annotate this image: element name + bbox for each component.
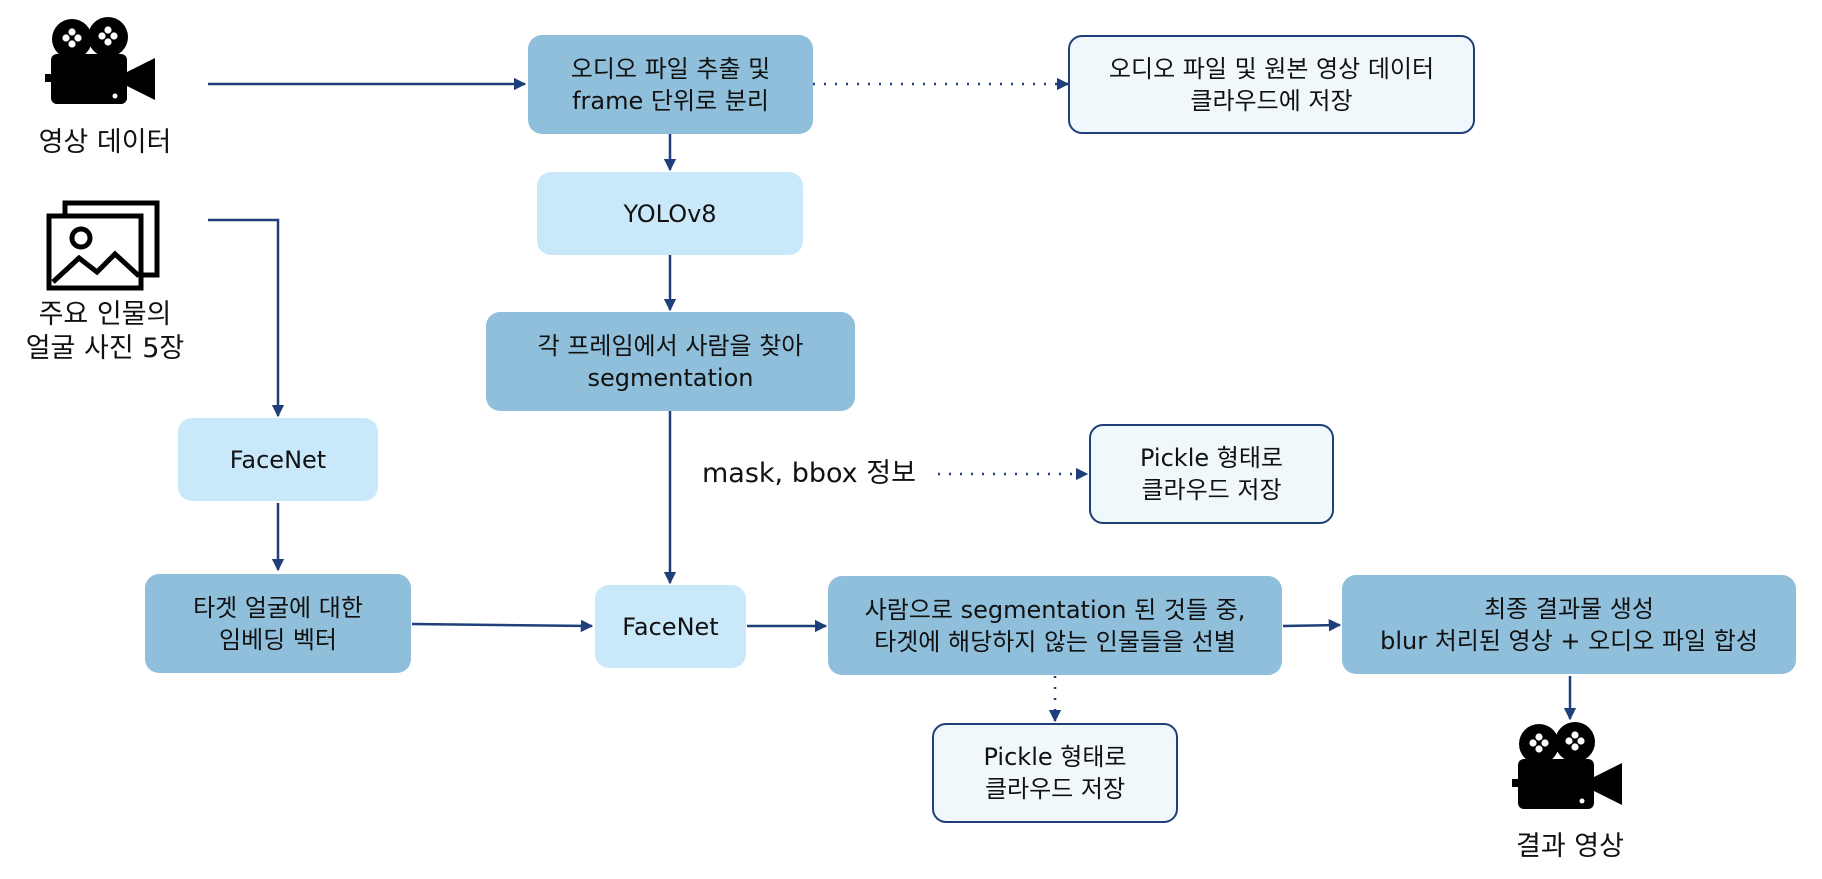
yolo-node: YOLOv8 [537, 172, 803, 255]
arrow-select-to-final [1282, 618, 1342, 632]
result-video-label: 결과 영상 [1516, 831, 1624, 862]
face-photos-label: 주요 인물의 얼굴 사진 5장 [25, 299, 185, 364]
arrow-embedding-to-facenet [411, 619, 594, 633]
movie-camera-icon [1512, 722, 1622, 809]
video-data-label: 영상 데이터 [38, 127, 172, 158]
segmentation-node: 각 프레임에서 사람을 찾아 segmentation [486, 312, 855, 411]
image-gallery-icon [46, 200, 160, 291]
cloud-store-original-node: 오디오 파일 및 원본 영상 데이터 클라우드에 저장 [1068, 35, 1475, 134]
target-embedding-node: 타겟 얼굴에 대한 임베딩 벡터 [145, 574, 411, 673]
arrow-photos-to-facenet [208, 218, 285, 418]
movie-camera-icon [45, 17, 155, 104]
final-output-node: 최종 결과물 생성 blur 처리된 영상 + 오디오 파일 합성 [1342, 575, 1796, 674]
select-people-node: 사람으로 segmentation 된 것들 중, 타겟에 해당하지 않는 인물… [828, 576, 1282, 675]
facenet-center-node: FaceNet [595, 585, 746, 668]
facenet-left-node: FaceNet [178, 418, 378, 501]
mask-bbox-label: mask, bbox 정보 [702, 458, 916, 489]
pickle-store-mask-node: Pickle 형태로 클라우드 저장 [1089, 424, 1334, 524]
pickle-store-select-node: Pickle 형태로 클라우드 저장 [932, 723, 1178, 823]
audio-extract-node: 오디오 파일 추출 및 frame 단위로 분리 [528, 35, 813, 134]
